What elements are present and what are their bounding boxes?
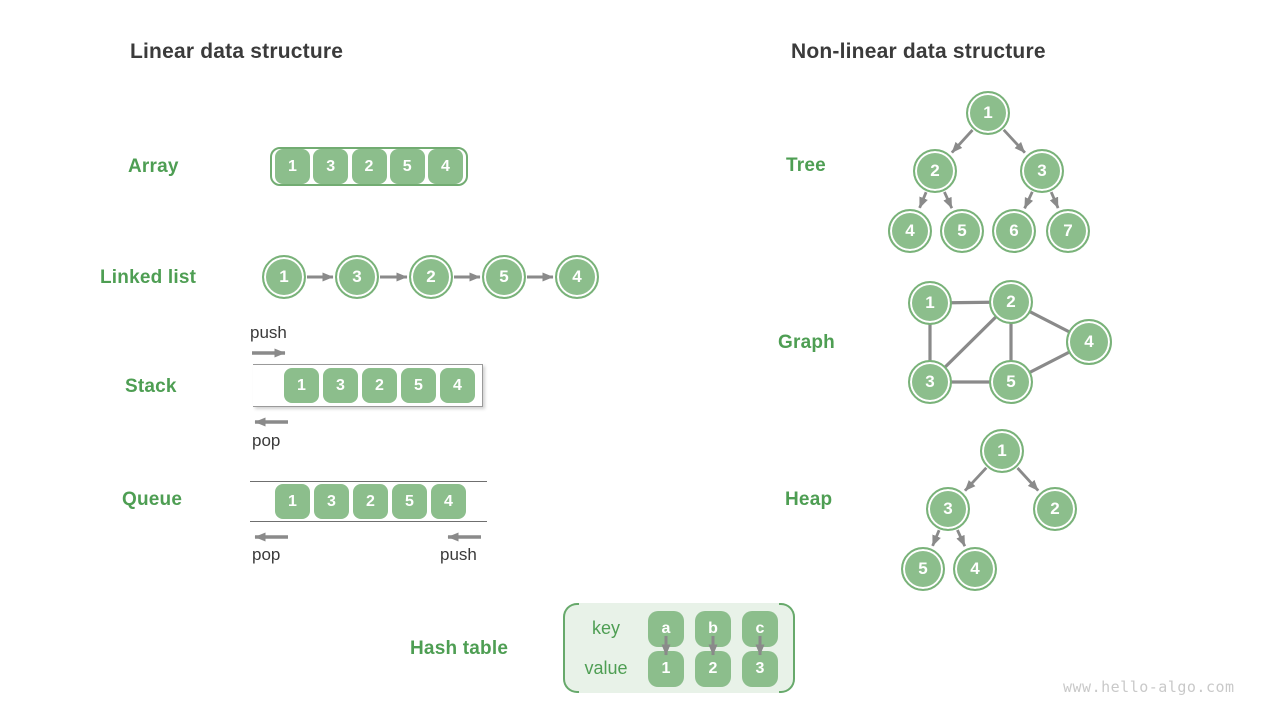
stack-container: 1 3 2 5 4 bbox=[253, 364, 483, 407]
queue-push-label: push bbox=[440, 545, 477, 564]
graph-node: 2 bbox=[989, 280, 1033, 324]
heap-node: 4 bbox=[953, 547, 997, 591]
tree-node: 2 bbox=[913, 149, 957, 193]
stack-cell: 3 bbox=[323, 368, 358, 403]
array-cell: 1 bbox=[275, 149, 310, 184]
linked-list-label: Linked list bbox=[100, 267, 197, 288]
stack-pop-label: pop bbox=[252, 431, 281, 450]
tree-node: 5 bbox=[940, 209, 984, 253]
heap-node: 5 bbox=[901, 547, 945, 591]
stack-cell: 1 bbox=[284, 368, 319, 403]
linked-list-node: 4 bbox=[555, 255, 599, 299]
tree-node: 7 bbox=[1046, 209, 1090, 253]
hash-left-bracket bbox=[563, 603, 579, 693]
heap-label: Heap bbox=[785, 489, 833, 510]
queue-cell: 1 bbox=[275, 484, 310, 519]
graph-label: Graph bbox=[778, 332, 835, 353]
tree-node: 1 bbox=[966, 91, 1010, 135]
queue-cell: 4 bbox=[431, 484, 466, 519]
hash-table-label: Hash table bbox=[410, 638, 509, 659]
hash-key-cell: a bbox=[648, 611, 684, 647]
array-container: 1 3 2 5 4 bbox=[270, 147, 468, 186]
hash-right-bracket bbox=[779, 603, 795, 693]
linked-list-node: 5 bbox=[482, 255, 526, 299]
stack-cell: 4 bbox=[440, 368, 475, 403]
graph-node: 4 bbox=[1066, 319, 1112, 365]
hash-key-header: key bbox=[591, 618, 620, 638]
array-cell: 4 bbox=[428, 149, 463, 184]
linked-list-node: 2 bbox=[409, 255, 453, 299]
stack-cell: 2 bbox=[362, 368, 397, 403]
heap-node: 2 bbox=[1033, 487, 1077, 531]
graph-node: 1 bbox=[908, 281, 952, 325]
stack-cell: 5 bbox=[401, 368, 436, 403]
site-watermark: www.hello-algo.com bbox=[1063, 678, 1235, 696]
hash-key-cell: b bbox=[695, 611, 731, 647]
graph-node: 5 bbox=[989, 360, 1033, 404]
hash-value-cell: 2 bbox=[695, 651, 731, 687]
stack-label: Stack bbox=[125, 376, 177, 397]
tree-node: 3 bbox=[1020, 149, 1064, 193]
linear-title: Linear data structure bbox=[130, 40, 344, 63]
queue-cell: 5 bbox=[392, 484, 427, 519]
hash-key-cell: c bbox=[742, 611, 778, 647]
array-cell: 5 bbox=[389, 149, 425, 184]
hash-value-cell: 3 bbox=[742, 651, 778, 687]
graph-node: 3 bbox=[908, 360, 952, 404]
nonlinear-title: Non-linear data structure bbox=[791, 40, 1046, 63]
linked-list-node: 1 bbox=[262, 255, 306, 299]
hash-value-header: value bbox=[584, 658, 628, 678]
tree-node: 4 bbox=[888, 209, 932, 253]
heap-node: 3 bbox=[926, 487, 970, 531]
tree-node: 6 bbox=[992, 209, 1036, 253]
array-cell: 3 bbox=[313, 149, 349, 184]
queue-pop-label: pop bbox=[252, 545, 281, 564]
queue-cell: 2 bbox=[353, 484, 388, 519]
tree-label: Tree bbox=[786, 155, 826, 176]
array-cell: 2 bbox=[351, 149, 387, 184]
linked-list-node: 3 bbox=[335, 255, 379, 299]
heap-node: 1 bbox=[980, 429, 1024, 473]
queue-cell: 3 bbox=[314, 484, 349, 519]
queue-container: 1 3 2 5 4 bbox=[250, 481, 487, 522]
stack-push-label: push bbox=[250, 323, 287, 342]
hash-value-cell: 1 bbox=[648, 651, 684, 687]
queue-label: Queue bbox=[122, 489, 183, 510]
array-label: Array bbox=[128, 156, 179, 177]
